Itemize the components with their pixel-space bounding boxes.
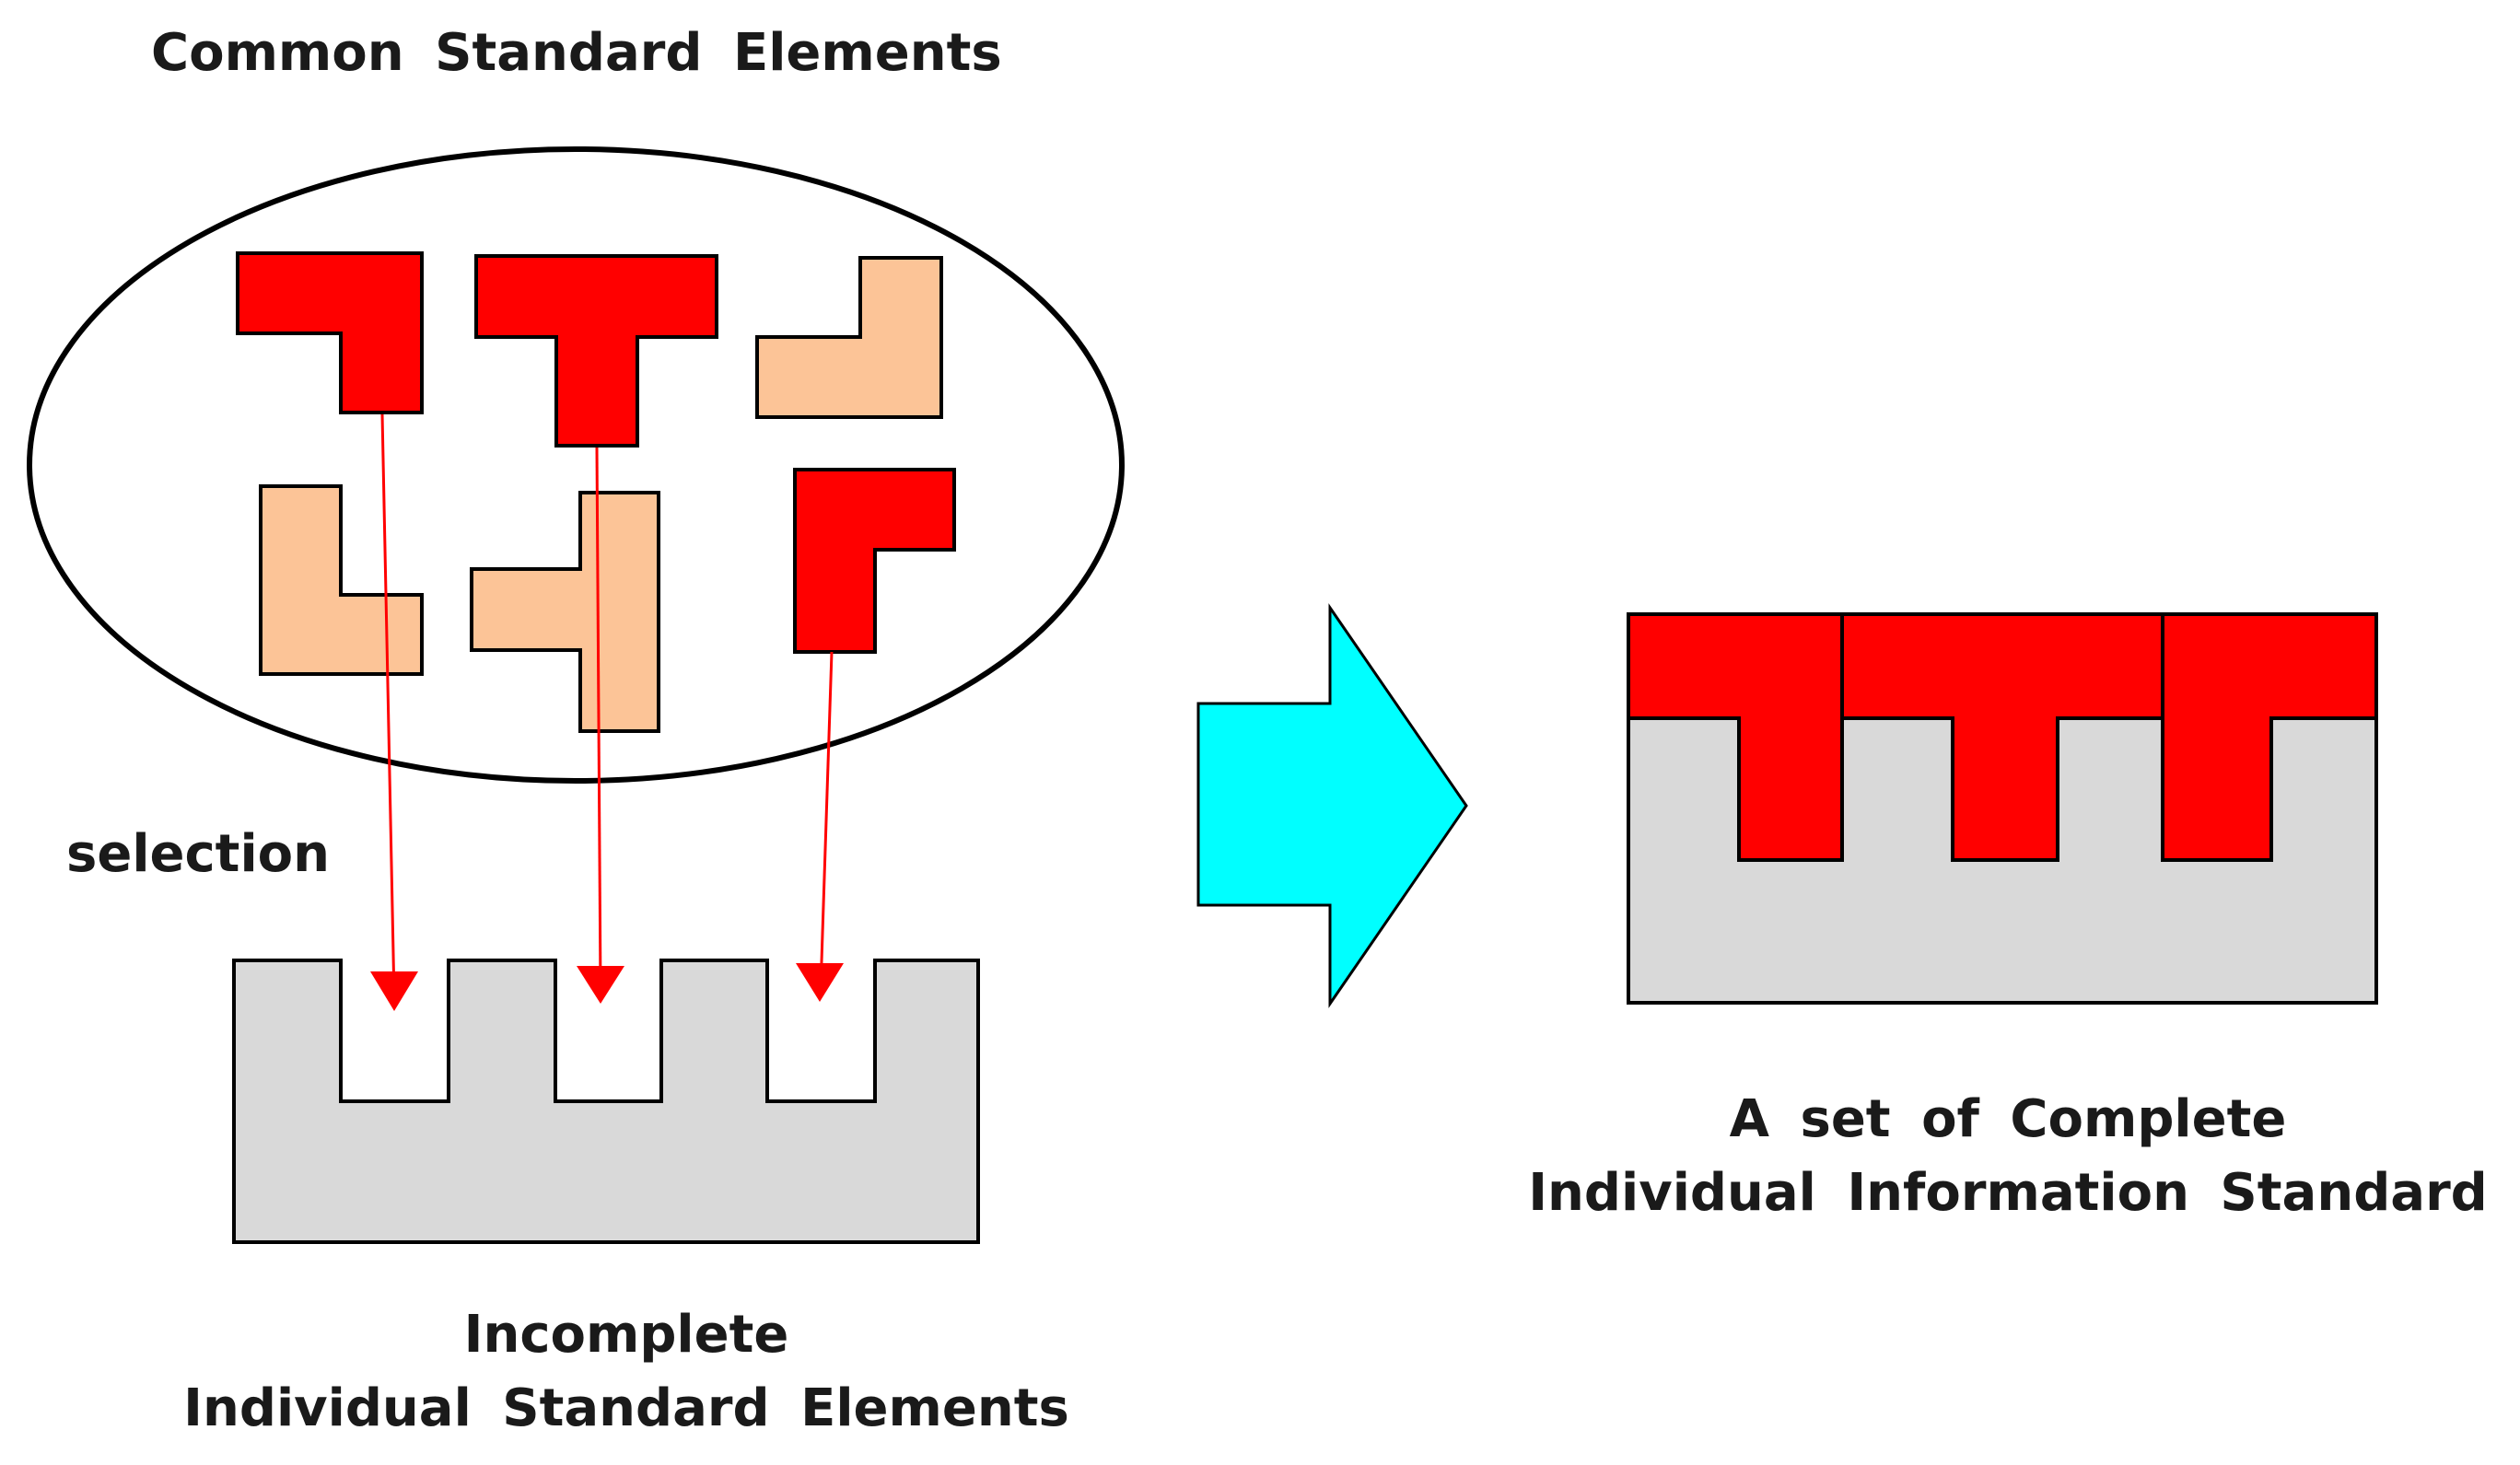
complete-caption-line-1: A set of Complete <box>1729 1089 2287 1149</box>
pool-title: Common Standard Elements <box>151 23 1002 83</box>
selected-piece-corner-2 <box>793 468 956 654</box>
complete-piece-3 <box>2161 612 2378 862</box>
selection-arrowhead-1 <box>370 971 418 1011</box>
unselected-piece-t-shape <box>470 491 660 733</box>
selection-arrow-3 <box>819 651 834 991</box>
common-elements-pool <box>27 146 1125 784</box>
selection-label: selection <box>66 824 330 884</box>
incomplete-caption-line-1: Incomplete <box>463 1305 789 1365</box>
selection-arrow-2 <box>595 447 602 993</box>
incomplete-caption: Incomplete Individual Standard Elements <box>138 1298 1114 1446</box>
complete-caption-line-2: Individual Information Standard <box>1528 1163 2488 1223</box>
complete-caption: A set of Complete Individual Information… <box>1511 1083 2505 1230</box>
incomplete-caption-line-2: Individual Standard Elements <box>183 1378 1069 1438</box>
selected-piece-t-shape <box>474 254 718 448</box>
selected-piece-corner-1 <box>236 251 424 414</box>
selection-arrowhead-2 <box>577 966 624 1004</box>
transition-arrow <box>1196 603 1468 1008</box>
unselected-piece-corner-1 <box>755 256 943 419</box>
selection-arrowhead-3 <box>796 963 844 1002</box>
unselected-piece-corner-2 <box>259 484 424 676</box>
selection-arrow-1 <box>380 413 396 1000</box>
incomplete-base-block <box>232 959 980 1244</box>
